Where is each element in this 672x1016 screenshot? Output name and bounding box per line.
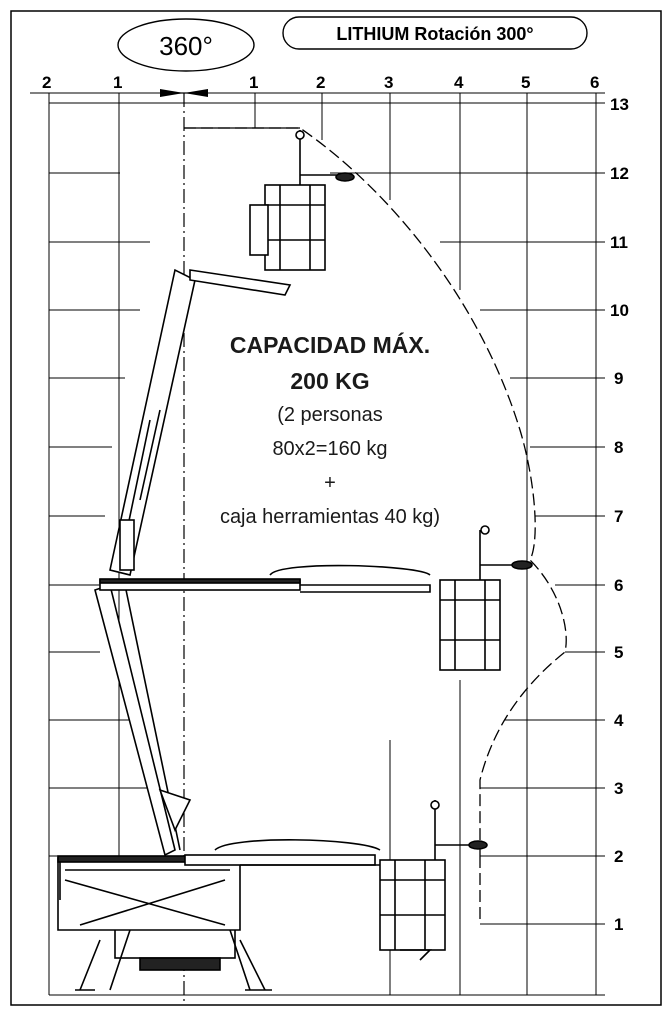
capacity-title: CAPACIDAD MÁX. <box>230 331 430 358</box>
y-tick: 1 <box>614 915 623 934</box>
y-tick: 8 <box>614 438 623 457</box>
y-tick: 9 <box>614 369 623 388</box>
y-tick: 2 <box>614 847 623 866</box>
capacity-note: CAPACIDAD MÁX. 200 KG (2 personas 80x2=1… <box>220 331 440 528</box>
y-tick: 11 <box>610 233 628 252</box>
rotation-360-badge <box>117 18 255 72</box>
horizontal-axis-labels: 2 1 1 2 3 4 5 6 <box>42 73 599 92</box>
rotation-360-label: 360° <box>159 31 213 61</box>
working-envelope <box>184 127 567 924</box>
x-tick: 2 <box>42 73 51 92</box>
rotation-model-label: LITHIUM Rotación 300° <box>336 24 533 44</box>
y-tick: 5 <box>614 643 623 662</box>
x-tick: 2 <box>316 73 325 92</box>
aerial-platform-drawing <box>57 130 533 991</box>
capacity-persons: (2 personas <box>277 404 383 426</box>
y-tick: 10 <box>610 301 629 320</box>
x-tick: 4 <box>454 73 464 92</box>
vertical-axis-labels: 13 12 11 10 9 8 7 6 5 4 3 2 1 <box>610 95 629 934</box>
x-tick: 6 <box>590 73 599 92</box>
capacity-toolbox: caja herramientas 40 kg) <box>220 506 440 528</box>
y-tick: 3 <box>614 779 623 798</box>
x-tick: 3 <box>384 73 393 92</box>
rotation-arrows <box>160 89 208 97</box>
y-tick: 7 <box>614 507 623 526</box>
capacity-plus: + <box>324 472 336 494</box>
capacity-persons-weight: 80x2=160 kg <box>272 438 387 460</box>
capacity-value: 200 KG <box>290 368 369 394</box>
rotation-model-badge <box>282 16 588 50</box>
x-tick: 5 <box>521 73 530 92</box>
y-tick: 12 <box>610 164 629 183</box>
y-tick: 6 <box>614 576 623 595</box>
x-tick: 1 <box>113 73 122 92</box>
y-tick: 13 <box>610 95 629 114</box>
y-tick: 4 <box>614 711 624 730</box>
x-tick: 1 <box>249 73 258 92</box>
